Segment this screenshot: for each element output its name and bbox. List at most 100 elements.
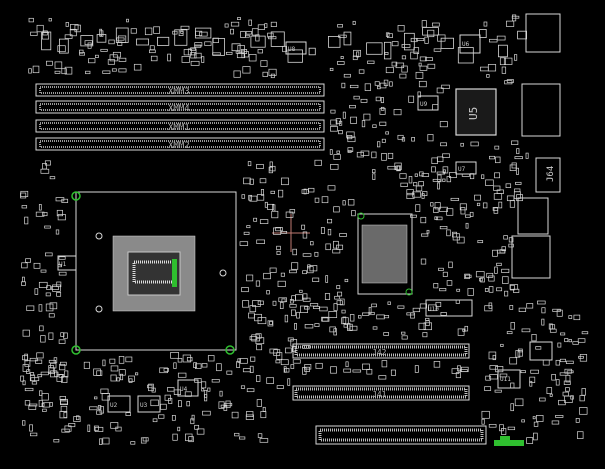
passive-component — [352, 369, 362, 373]
chipset-bga[interactable] — [357, 212, 413, 296]
dimm-slot-xmm2[interactable]: XMM2 — [35, 137, 325, 151]
top-component-strip[interactable] — [41, 27, 527, 64]
passive-component — [60, 400, 68, 406]
passive-component — [110, 365, 119, 372]
passive-component — [330, 164, 339, 170]
bottom-header-connector[interactable] — [315, 425, 487, 445]
passive-component — [327, 218, 333, 224]
passive-component — [257, 433, 263, 438]
passive-component — [21, 262, 28, 269]
passive-component — [118, 356, 125, 364]
passive-component — [512, 14, 517, 22]
passive-component — [566, 370, 574, 374]
passive-component — [147, 384, 153, 389]
small-component-u11[interactable]: U11 — [497, 369, 521, 389]
passive-component — [295, 294, 303, 301]
small-component-u8[interactable]: U8 — [285, 41, 307, 55]
passive-component — [239, 358, 248, 364]
small-component-u10-label: U10 — [428, 306, 439, 313]
passive-component — [190, 60, 200, 66]
passive-component — [314, 251, 319, 257]
passive-component — [251, 28, 259, 36]
passive-component — [255, 333, 262, 339]
passive-component — [509, 357, 518, 365]
passive-component — [230, 28, 234, 35]
passive-component — [337, 24, 343, 28]
passive-component — [107, 59, 115, 65]
passive-component — [294, 323, 297, 330]
passive-component — [314, 323, 320, 327]
passive-component — [243, 231, 250, 235]
passive-component — [284, 368, 290, 373]
dimm-slot-xmm3[interactable]: XMM3 — [35, 83, 325, 97]
passive-components[interactable] — [20, 14, 589, 445]
passive-component — [559, 358, 566, 363]
cpu-socket[interactable] — [71, 191, 237, 355]
passive-component — [256, 164, 264, 169]
rear-io-panel[interactable] — [511, 13, 561, 361]
passive-component — [260, 60, 268, 67]
passive-component — [269, 165, 276, 172]
connector-j64[interactable]: J64 — [535, 157, 561, 193]
passive-component — [28, 17, 34, 23]
passive-component — [201, 363, 208, 368]
passive-component — [391, 41, 399, 47]
passive-component — [313, 306, 320, 309]
passive-component — [291, 262, 299, 270]
dimm-slot-xmm4[interactable]: XMM4 — [35, 100, 325, 114]
passive-component — [291, 309, 296, 317]
passive-component — [290, 364, 295, 369]
passive-component — [401, 55, 407, 60]
small-component-u9[interactable]: U9 — [417, 95, 439, 111]
passive-component — [467, 288, 474, 296]
passive-component — [26, 305, 35, 311]
chip-u5[interactable]: U5 — [455, 88, 497, 136]
passive-component — [54, 61, 63, 69]
passive-component — [387, 152, 394, 159]
passive-component — [201, 388, 205, 392]
passive-component — [57, 264, 62, 268]
passive-component — [345, 361, 349, 368]
passive-component — [29, 374, 36, 382]
passive-component — [130, 28, 137, 34]
passive-component — [225, 400, 231, 408]
passive-component — [393, 109, 402, 116]
passive-component — [485, 375, 492, 381]
passive-component — [431, 166, 436, 173]
passive-component — [492, 354, 496, 361]
passive-component — [377, 85, 381, 90]
passive-component — [470, 141, 479, 147]
small-component-u2[interactable]: U2 — [107, 395, 131, 413]
passive-component — [30, 372, 35, 376]
small-component-u6[interactable]: U6 — [459, 34, 481, 54]
passive-component — [333, 328, 337, 336]
small-component-u4[interactable]: U4 — [177, 379, 199, 397]
small-component-u3[interactable]: U3 — [137, 395, 161, 413]
passive-component — [87, 42, 92, 49]
passive-component — [362, 312, 370, 316]
passive-component — [437, 174, 442, 183]
passive-component — [530, 369, 539, 374]
passive-component — [178, 400, 182, 408]
small-component-u1[interactable]: U1 — [57, 255, 77, 271]
passive-component — [552, 308, 561, 312]
pcie-slot-j41[interactable]: J41 — [292, 385, 470, 401]
passive-component — [237, 45, 245, 53]
passive-component — [299, 289, 303, 293]
passive-component — [330, 109, 336, 114]
passive-component — [439, 121, 448, 128]
passive-component — [56, 281, 62, 288]
passive-component — [40, 168, 50, 174]
passive-component — [248, 54, 257, 62]
passive-component — [246, 225, 251, 229]
dimm-slot-xmm1[interactable]: XMM1 — [35, 119, 325, 133]
passive-component — [256, 344, 263, 351]
passive-component — [449, 172, 457, 178]
passive-component — [577, 338, 586, 343]
dimm-slot-area[interactable]: XMM3 XMM4 XMM1 XMM2 — [35, 83, 325, 151]
passive-component — [22, 364, 29, 372]
passive-component — [89, 406, 98, 411]
passive-component — [503, 57, 513, 65]
passive-component — [74, 24, 81, 33]
